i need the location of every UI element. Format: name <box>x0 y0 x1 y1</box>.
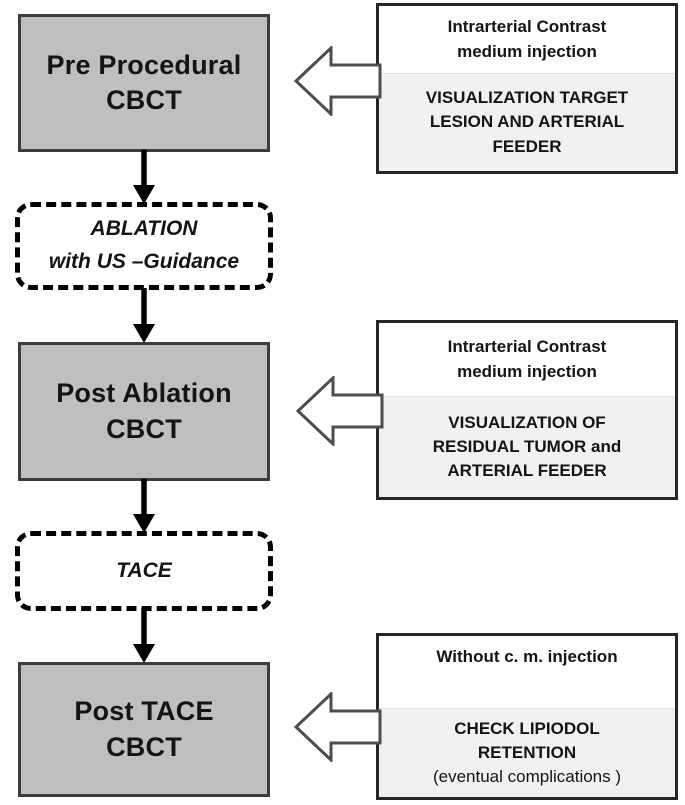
note-header-line: medium injection <box>457 41 597 61</box>
note-body-line: FEEDER <box>492 136 562 156</box>
note-header: Without c. m. injection <box>379 636 675 708</box>
note-post-ablation: Intrarterial Contrast medium injection V… <box>376 320 678 500</box>
note-body-line: ARTERIAL FEEDER <box>447 461 607 481</box>
step-label-line: CBCT <box>106 413 182 444</box>
flow-step-pre-procedural-cbct: Pre Procedural CBCT <box>18 14 270 152</box>
down-arrow <box>133 288 155 343</box>
step-label-line: ABLATION <box>90 217 198 241</box>
block-arrow-left <box>294 692 382 762</box>
step-label-line: Post TACE <box>74 696 214 727</box>
step-label-line: CBCT <box>106 731 182 762</box>
note-header: Intrarterial Contrast medium injection <box>379 323 675 396</box>
note-body-line: (eventual complications ) <box>432 767 622 787</box>
step-label-line: Pre Procedural <box>46 49 242 80</box>
block-arrow-left <box>296 376 384 446</box>
note-header-line: Intrarterial Contrast <box>447 17 607 37</box>
note-pre-procedural: Intrarterial Contrast medium injection V… <box>376 3 678 174</box>
note-body-line: VISUALIZATION TARGET <box>425 88 629 108</box>
note-body-line: LESION AND ARTERIAL <box>429 112 625 132</box>
note-body-line: RESIDUAL TUMOR and <box>432 436 622 456</box>
down-arrow <box>133 479 155 533</box>
note-body-line: CHECK LIPIODOL <box>454 718 600 738</box>
step-label-line: TACE <box>116 558 172 582</box>
step-label-line: with US –Guidance <box>48 250 240 273</box>
note-header-line: Without c. m. injection <box>436 647 618 666</box>
note-header-line: medium injection <box>457 361 597 381</box>
note-header: Intrarterial Contrast medium injection <box>379 6 675 73</box>
flow-step-post-ablation-cbct: Post Ablation CBCT <box>18 342 270 481</box>
down-arrow <box>133 150 155 204</box>
note-post-tace: Without c. m. injection CHECK LIPIODOL R… <box>376 633 678 800</box>
flow-step-ablation: ABLATION with US –Guidance <box>15 202 273 290</box>
flow-step-tace: TACE <box>15 531 273 611</box>
flow-step-post-tace-cbct: Post TACE CBCT <box>18 662 270 797</box>
step-label-line: Post Ablation <box>56 378 232 409</box>
note-body: VISUALIZATION OF RESIDUAL TUMOR and ARTE… <box>379 396 675 497</box>
note-header-line: Intrarterial Contrast <box>447 337 607 357</box>
note-body-line: RETENTION <box>477 742 577 762</box>
note-body-line: VISUALIZATION OF <box>448 412 606 432</box>
note-body: VISUALIZATION TARGET LESION AND ARTERIAL… <box>379 73 675 171</box>
note-body: CHECK LIPIODOL RETENTION (eventual compl… <box>379 708 675 797</box>
block-arrow-left <box>294 46 382 116</box>
down-arrow <box>133 608 155 663</box>
step-label-line: CBCT <box>106 85 182 115</box>
